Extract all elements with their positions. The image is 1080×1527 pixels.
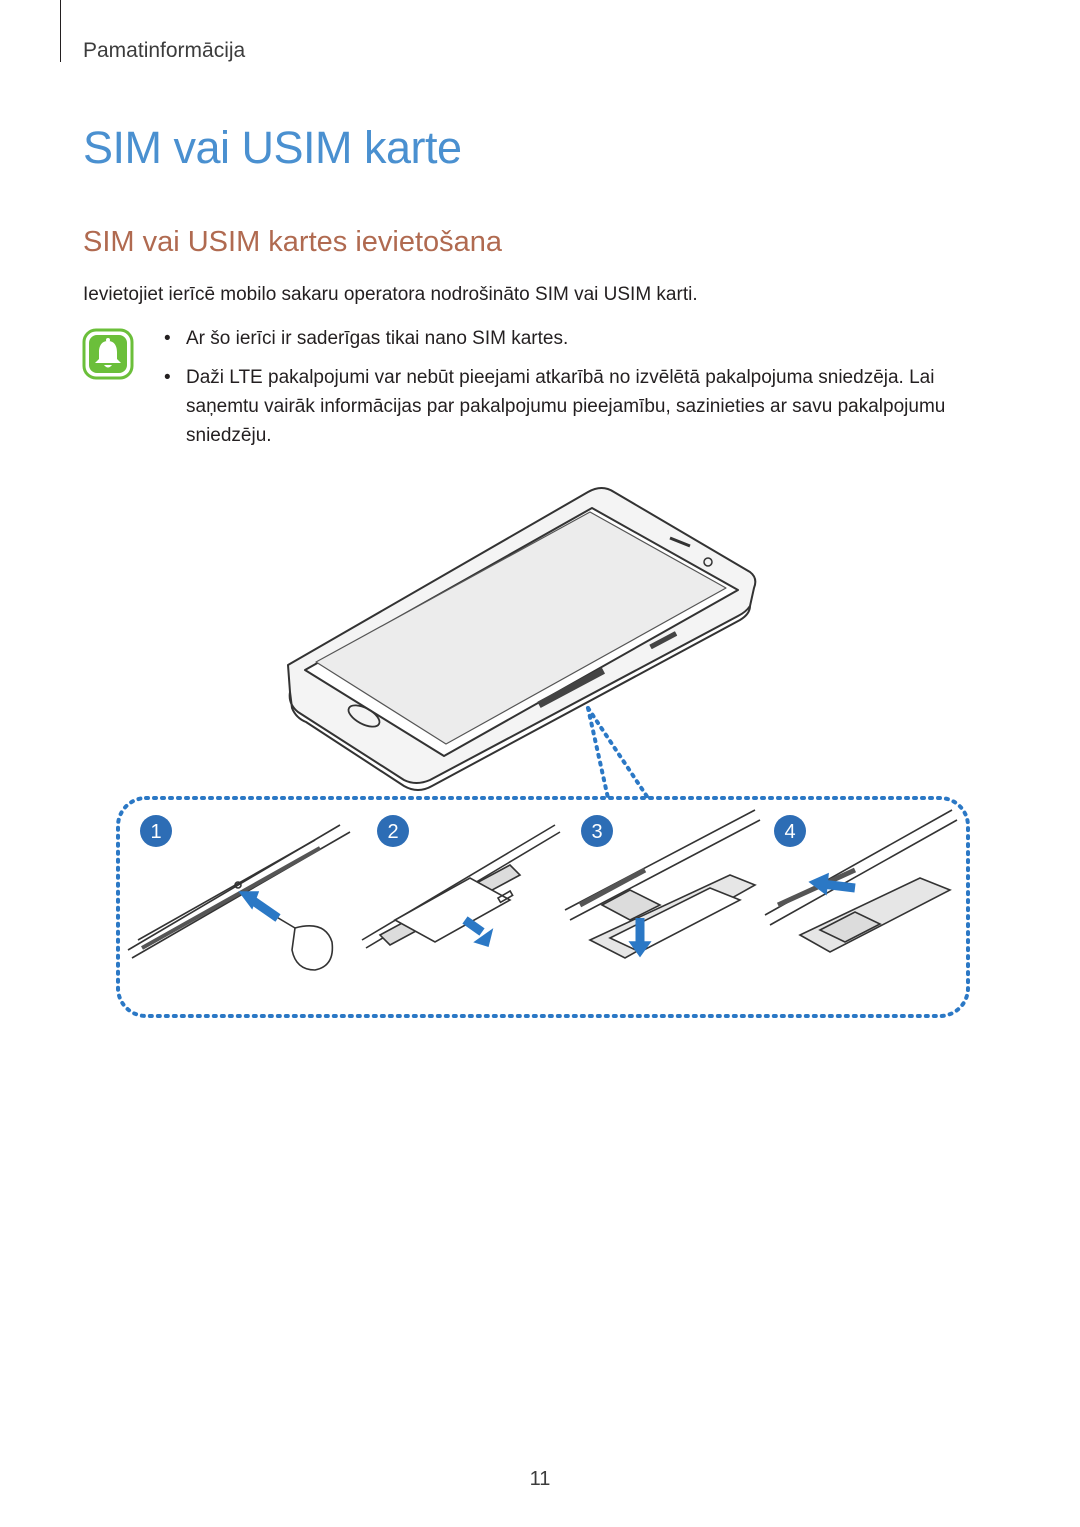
step-badge-3: 3 [581, 815, 613, 847]
svg-text:3: 3 [591, 821, 602, 843]
bell-icon [82, 328, 134, 380]
section-heading: SIM vai USIM kartes ievietošana [83, 226, 503, 258]
callout-frame [116, 796, 970, 1018]
phone-illustration [287, 487, 757, 791]
callout-leader [586, 706, 650, 800]
svg-text:2: 2 [387, 821, 398, 843]
step-4-illustration [764, 809, 958, 953]
svg-text:4: 4 [784, 821, 795, 843]
step-2-illustration [361, 824, 561, 949]
svg-text:1: 1 [150, 821, 161, 843]
step-badge-1: 1 [140, 815, 172, 847]
section-label: Pamatinformācija [83, 39, 246, 62]
header-rule [60, 0, 61, 62]
intro-text: Ievietojiet ierīcē mobilo sakaru operato… [83, 284, 698, 305]
sim-insertion-illustration: 1 2 3 4 [116, 487, 970, 1018]
note-item: Daži LTE pakalpojumi var nebūt pieejami … [162, 363, 1002, 450]
note-item: Ar šo ierīci ir saderīgas tikai nano SIM… [162, 324, 1002, 353]
note-list: Ar šo ierīci ir saderīgas tikai nano SIM… [162, 324, 1002, 460]
step-1-illustration [127, 824, 351, 971]
step-badge-4: 4 [774, 815, 806, 847]
page-title: SIM vai USIM karte [83, 122, 462, 173]
page-number: 11 [529, 1468, 551, 1490]
step-3-illustration [564, 809, 761, 959]
step-badge-2: 2 [377, 815, 409, 847]
